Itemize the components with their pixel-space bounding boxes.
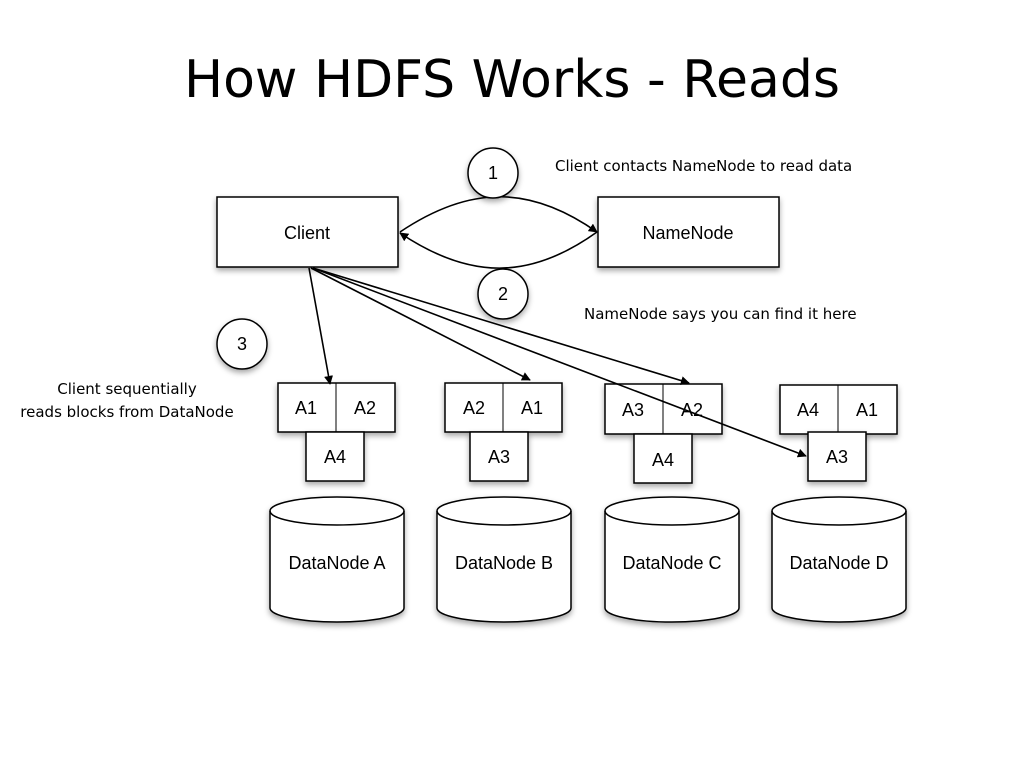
- block-label: A3: [826, 447, 848, 467]
- arrow-client-to-datanode-d: [312, 267, 807, 458]
- block-label: A1: [856, 400, 878, 420]
- block-label: A4: [652, 450, 674, 470]
- arrow-client-to-datanode-a: [308, 267, 333, 385]
- datanode-label: DataNode C: [622, 553, 721, 573]
- arrow-client-to-namenode: [399, 195, 598, 233]
- datanode-c: A3 A2 A4 DataNode C: [604, 383, 740, 623]
- namenode-label: NameNode: [642, 223, 733, 243]
- datanode-label: DataNode B: [455, 553, 553, 573]
- annotation-step-1: Client contacts NameNode to read data: [555, 157, 852, 175]
- namenode-node: NameNode: [597, 196, 780, 268]
- step-1-circle: 1: [467, 147, 519, 199]
- arrow-namenode-to-client: [399, 231, 598, 269]
- block-label: A2: [463, 398, 485, 418]
- block-label: A1: [521, 398, 543, 418]
- block-label: A4: [324, 447, 346, 467]
- step-2-circle: 2: [477, 268, 529, 320]
- block-label: A2: [354, 398, 376, 418]
- annotation-step-3-line-1: Client sequentially: [57, 380, 197, 398]
- annotation-step-2: NameNode says you can find it here: [584, 305, 857, 323]
- block-label: A4: [797, 400, 819, 420]
- datanode-label: DataNode A: [288, 553, 385, 573]
- datanode-label: DataNode D: [789, 553, 888, 573]
- annotation-step-3-line-2: reads blocks from DataNode: [20, 403, 233, 421]
- step-2-number: 2: [498, 284, 508, 304]
- block-label: A1: [295, 398, 317, 418]
- block-label: A3: [488, 447, 510, 467]
- datanode-b: A2 A1 A3 DataNode B: [436, 382, 572, 623]
- step-3-number: 3: [237, 334, 247, 354]
- client-label: Client: [284, 223, 330, 243]
- arrow-client-to-datanode-b: [310, 267, 531, 381]
- arrow-client-to-datanode-c: [312, 267, 690, 385]
- block-label: A3: [622, 400, 644, 420]
- datanode-d: A4 A1 A3 DataNode D: [771, 384, 907, 623]
- step-1-number: 1: [488, 163, 498, 183]
- step-3-circle: 3: [216, 318, 268, 370]
- page-title: How HDFS Works - Reads: [184, 50, 840, 110]
- client-node: Client: [216, 196, 399, 268]
- datanode-a: A1 A2 A4 DataNode A: [269, 382, 405, 623]
